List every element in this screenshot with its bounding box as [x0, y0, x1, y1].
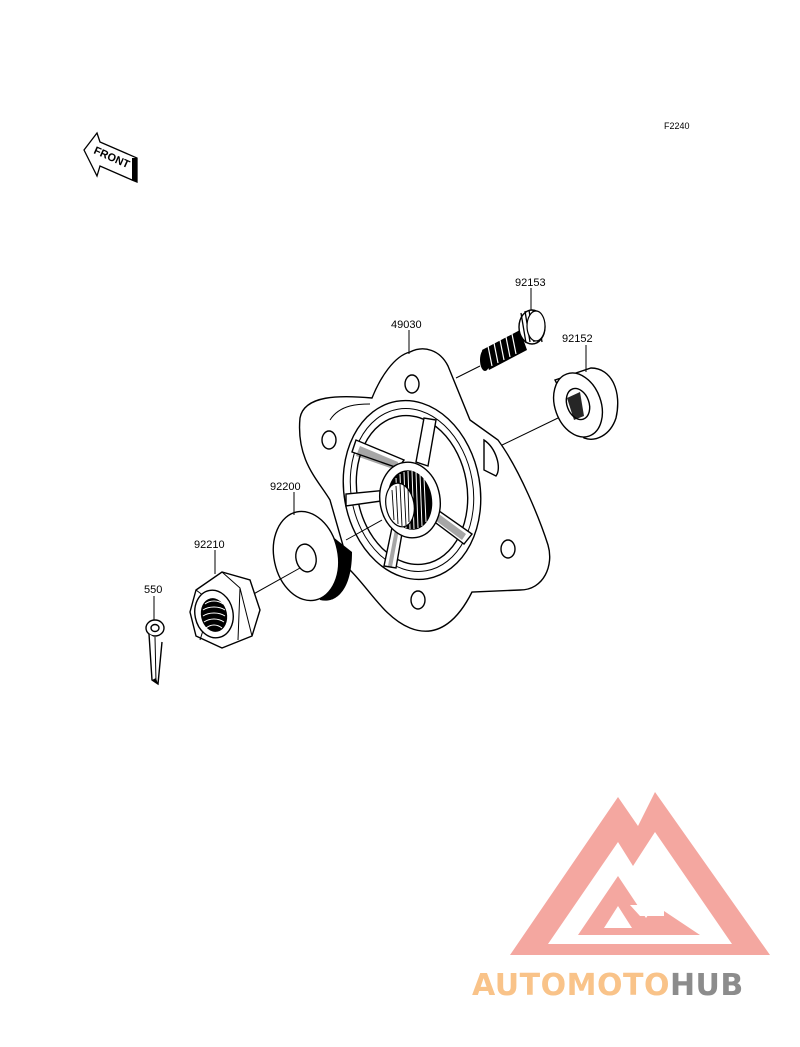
part-number-92210: 92210: [194, 539, 225, 551]
part-number-92152: 92152: [562, 333, 593, 345]
part-number-92153: 92153: [515, 277, 546, 289]
part-number-49030: 49030: [391, 319, 422, 331]
figure-code: F2240: [664, 121, 690, 131]
part-number-550: 550: [144, 584, 162, 596]
hub-part: [298, 348, 551, 632]
oil-seal-part: [552, 367, 619, 440]
castle-nut-part: [189, 571, 261, 649]
logo-text-part1: AUTOMOTO: [472, 968, 670, 1003]
cotter-pin-part: [145, 619, 165, 686]
stud-bolt-part: [480, 309, 546, 371]
part-number-92200: 92200: [270, 481, 301, 493]
automotohub-logo: AUTOMOTOHUB: [472, 792, 770, 1003]
logo-text-part2: HUB: [670, 968, 744, 1003]
svg-text:AUTOMOTOHUB: AUTOMOTOHUB: [472, 968, 744, 1003]
front-arrow-icon: FRONT: [83, 131, 138, 183]
washer-part: [272, 510, 352, 602]
